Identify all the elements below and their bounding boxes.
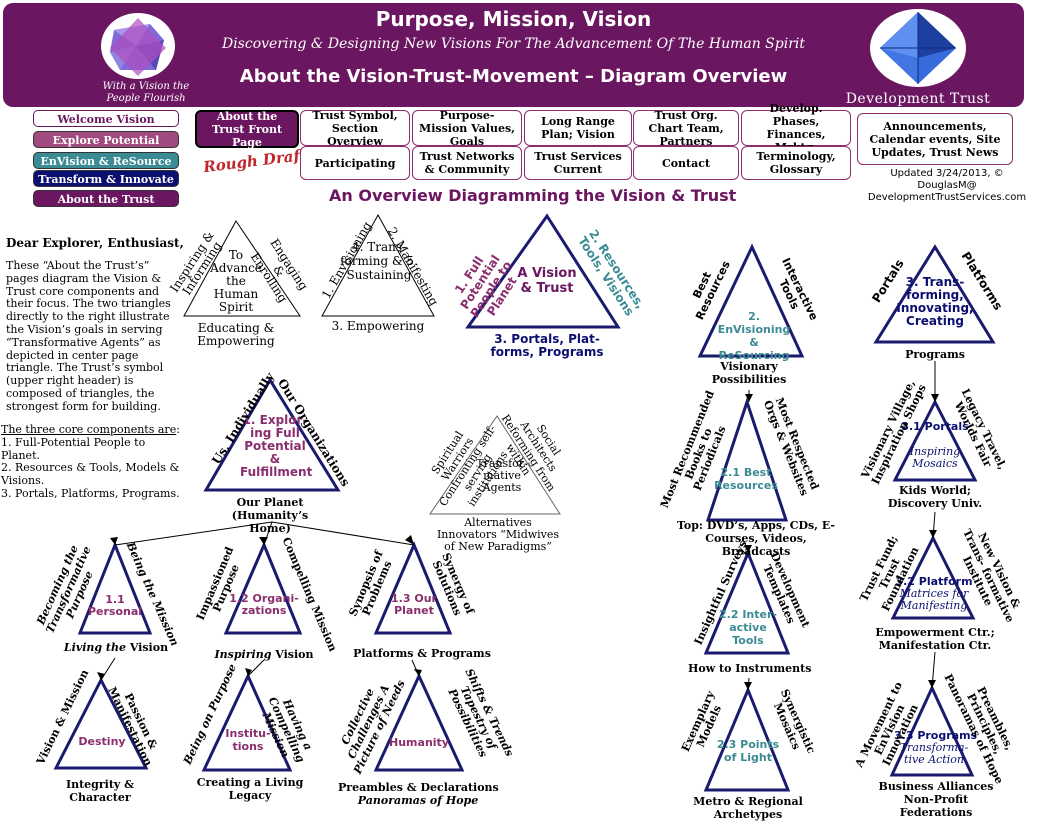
tri-sustain-bottom: 3. Empowering <box>331 319 425 333</box>
nav-trust-services[interactable]: Trust Services Current <box>524 146 632 180</box>
tri-programs-center-em: Transforma- tive Action <box>899 741 969 766</box>
nav-contact[interactable]: Contact <box>633 146 739 180</box>
component-1: 1. Full-Potential People to Planet. <box>1 435 146 462</box>
tri-personal-bottom-em: Living the <box>63 641 126 654</box>
tri-transform-center: 3. Trans- forming, Innovating, Creating <box>896 275 974 328</box>
tri-inst-outline <box>201 672 293 772</box>
tri-platform-center-em: Matrices for Manifesting <box>899 587 969 612</box>
nav-org-chart[interactable]: Trust Org. Chart Team, Partners <box>633 109 739 148</box>
tri-center-bottom: 3. Portals, Plat- forms, Programs <box>490 332 604 359</box>
overview-title: An Overview Diagramming the Vision & Tru… <box>329 186 737 205</box>
component-2: 2. Resources & Tools, Models & Visions. <box>1 461 180 488</box>
site-subtitle: Discovering & Designing New Visions For … <box>221 36 806 52</box>
tri-explore-outline <box>203 377 341 492</box>
component-3: 3. Portals, Platforms, Programs. <box>1 486 180 500</box>
tri-destiny-outline <box>53 676 149 770</box>
tri-spirit-outline <box>183 220 301 317</box>
page-title: About the Vision-Trust-Movement – Diagra… <box>239 66 788 87</box>
nav-front-page[interactable]: About the Trust Front Page <box>195 110 299 149</box>
tri-planet-center: 1.3 Our Planet <box>391 592 437 617</box>
tri-destiny-center: Destiny <box>78 735 126 748</box>
nav-trust-symbol[interactable]: Trust Symbol, Section Overview <box>300 109 410 148</box>
nav-long-range[interactable]: Long Range Plan; Vision <box>524 110 632 146</box>
nav-participating[interactable]: Participating <box>300 146 410 180</box>
tri-personal-center: 1.1 Personal <box>87 593 143 618</box>
tri-portals-bottom: Kids World; Discovery Univ. <box>887 484 983 510</box>
tri-spirit-bottom: Educating & Empowering <box>197 321 275 348</box>
tri-portals-center-em: Inspiring Mosaics <box>909 445 961 470</box>
tri-programs-center: 3.3 Programs <box>894 729 978 742</box>
tri-envision-bottom: Visionary Possibilities <box>711 360 787 386</box>
tri-humanity-outline <box>373 672 465 772</box>
cube-logo-icon <box>101 13 175 79</box>
nav-envision-resource[interactable]: EnVision & ReSource <box>33 152 179 169</box>
tri-org-outline <box>223 541 303 635</box>
nav-about-trust[interactable]: About the Trust <box>33 190 179 207</box>
nav-purpose-mission[interactable]: Purpose-Mission Values, Goals <box>412 109 522 148</box>
updated-note: Updated 3/24/2013, © DouglasM@ Developme… <box>867 168 1027 203</box>
intro-body: These “About the Trust’s” pages diagram … <box>6 259 171 413</box>
components-list: The three core components are: 1. Full-P… <box>1 423 180 500</box>
tri-center-center: A Vision & Trust <box>517 266 577 296</box>
tri-best-outline <box>705 397 789 522</box>
tri-org-center: 1.2 Organi- zations <box>229 592 299 617</box>
tri-planet-outline <box>373 541 453 635</box>
tri-org-bottom-text: Vision <box>275 648 314 661</box>
tri-inst-bottom: Creating a Living Legacy <box>196 776 304 802</box>
tri-org-bottom-em: Inspiring <box>214 648 272 661</box>
tri-inst-center: Institu- tions <box>225 727 271 753</box>
tri-center-outline <box>465 213 621 329</box>
tri-platform-bottom: Empowerment Ctr.; Manifestation Ctr. <box>875 626 995 652</box>
nav-welcome-vision[interactable]: Welcome Vision <box>33 110 179 127</box>
tri-agents-center: Transfor- mative Agents <box>476 457 528 494</box>
site-title: Purpose, Mission, Vision <box>375 7 652 31</box>
nav-transform-innovate[interactable]: Transform & Innovate <box>33 170 179 187</box>
nav-trust-networks[interactable]: Trust Networks & Community <box>412 146 522 180</box>
tri-spirit-center: To Advance the Human Spirit <box>210 248 262 314</box>
tri-personal-outline <box>77 540 153 635</box>
tri-explore-center: 1. Explor- ing Full Potential & Fulfillm… <box>240 413 313 479</box>
tri-sustain-outline <box>321 213 435 317</box>
intro-heading: Dear Explorer, Enthusiast, <box>6 236 184 250</box>
tri-agents-outline <box>429 415 561 515</box>
tri-transform-outline <box>873 244 996 344</box>
tri-sustain-center: 4. Trans- forming & 5. Sustaining <box>340 240 418 282</box>
tagline: With a Vision the People Flourish <box>102 81 190 104</box>
tri-platform-outline <box>890 534 976 620</box>
tri-portals-outline <box>892 398 978 482</box>
tri-programs-bottom: Business Alliances Non-Profit Federation… <box>878 780 994 819</box>
tri-humanity-bottom: Preambles & Declarations <box>338 781 499 794</box>
tri-portals-center: 3.1 Portals <box>901 420 969 433</box>
tri-light-center: 2.3 Points of Light <box>716 738 780 764</box>
tri-envision-outline <box>697 243 805 358</box>
tri-destiny-bottom: Integrity & Character <box>65 778 135 804</box>
octahedron-logo-icon <box>870 9 966 87</box>
tri-humanity-bottom2: Panoramas of Hope <box>357 794 479 807</box>
tri-light-bottom: Metro & Regional Archetypes <box>693 795 803 821</box>
tri-best-center: 2.1 Best Resources <box>714 466 778 492</box>
tri-humanity-center: Humanity <box>389 736 449 749</box>
tri-personal-bottom: Living the Vision <box>46 641 186 654</box>
tri-tools-bottom: How to Instruments <box>688 662 812 675</box>
tri-personal-bottom-text: Vision <box>129 641 169 654</box>
tri-envision-center: 2. EnVisioning & ReSourcing <box>717 310 791 362</box>
nav-terminology[interactable]: Terminology, Glossary <box>741 146 851 180</box>
tri-best-bottom: Top: DVD’s, Apps, CDs, E- Courses, Video… <box>676 519 835 558</box>
tri-programs-outline <box>889 684 975 777</box>
nav-announcements[interactable]: Announcements, Calendar events, Site Upd… <box>857 113 1013 165</box>
tri-explore-bottom: Our Planet (Humanity’s Home) <box>231 496 309 535</box>
components-label: The three core components are <box>1 423 177 436</box>
tri-platform-center: 3.2 Platform <box>895 575 973 588</box>
tri-tools-center: 2.2 Inter- active Tools <box>719 608 777 647</box>
tri-org-bottom: Inspiring Vision <box>204 648 324 661</box>
tri-tools-outline <box>703 549 791 655</box>
tri-planet-bottom: Platforms & Programs <box>353 647 491 660</box>
nav-explore-potential[interactable]: Explore Potential <box>33 131 179 148</box>
tri-transform-bottom: Programs <box>905 348 965 361</box>
tri-light-outline <box>703 686 791 792</box>
tri-agents-bottom: Alternatives Innovators “Midwives of New… <box>436 516 560 553</box>
